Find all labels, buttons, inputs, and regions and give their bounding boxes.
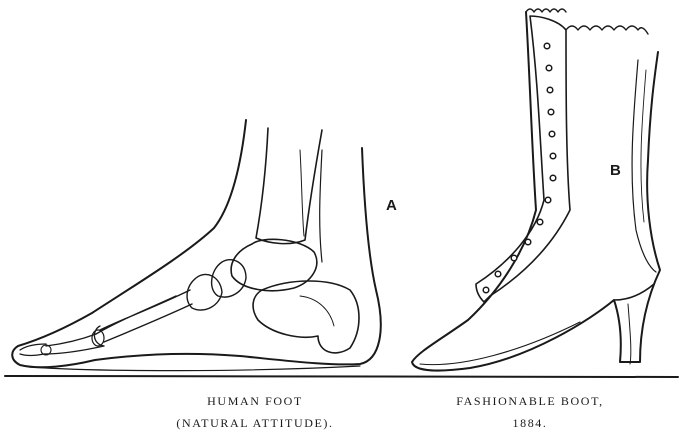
boot-button — [546, 65, 552, 71]
boot-heel — [614, 284, 654, 300]
foot-outline — [12, 120, 381, 367]
caption-right-line1: FASHIONABLE BOOT, — [405, 390, 655, 412]
label-a: A — [386, 197, 397, 214]
caption-left-line1: HUMAN FOOT — [105, 390, 405, 412]
boot-button — [545, 197, 551, 203]
caption-fashionable-boot: FASHIONABLE BOOT, 1884. — [405, 390, 655, 434]
navicular-bone — [212, 260, 246, 297]
boot-outline — [412, 12, 660, 370]
boot-button — [548, 109, 554, 115]
calcaneus-bone — [253, 281, 359, 353]
boot-button — [550, 175, 556, 181]
boot-buttons — [483, 43, 556, 293]
boot-button — [511, 255, 517, 261]
caption-left-line2: (NATURAL ATTITUDE). — [105, 412, 405, 434]
tibia-bone — [256, 128, 322, 244]
boot-button — [547, 87, 553, 93]
talus-bone — [231, 239, 317, 290]
boot-button — [483, 287, 489, 293]
boot-button — [550, 153, 556, 159]
boot-button — [495, 271, 501, 277]
boot-button — [544, 43, 550, 49]
boot-button — [525, 239, 531, 245]
boot-button — [549, 131, 555, 137]
caption-human-foot: HUMAN FOOT (NATURAL ATTITUDE). — [105, 390, 405, 434]
metatarsal-bones — [96, 290, 192, 342]
boot-scalloped-top — [526, 9, 648, 34]
boot-button — [537, 219, 543, 225]
button-placket — [476, 16, 570, 302]
label-b: B — [610, 162, 621, 179]
toe-phalanges — [20, 334, 104, 356]
caption-right-line2: 1884. — [405, 412, 655, 434]
ground-line — [5, 376, 678, 377]
